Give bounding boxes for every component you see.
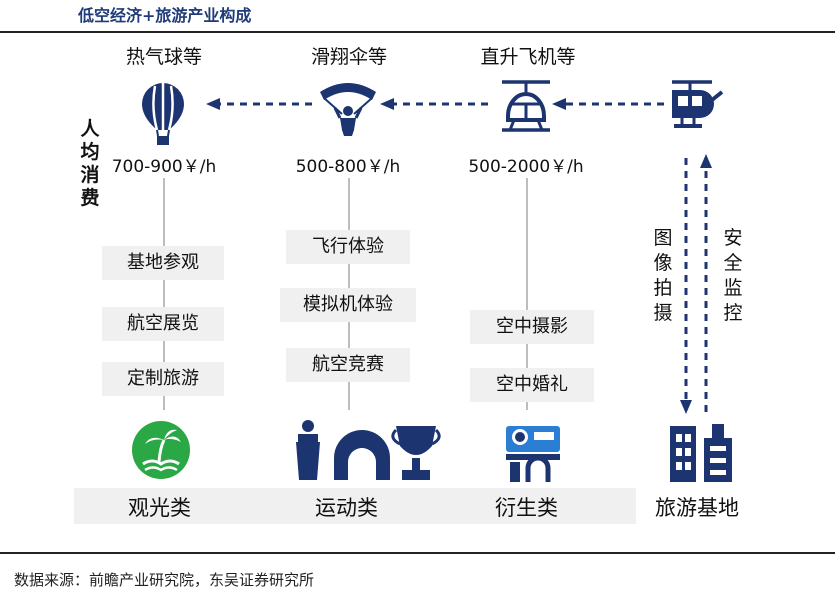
category-sightseeing: 观光类	[128, 496, 191, 520]
image-capture-label: 图像拍摄	[653, 227, 673, 324]
vehicle-name-helicopter: 直升飞机等	[480, 46, 576, 68]
camera-icon	[506, 426, 560, 482]
connector-line-derivative	[526, 178, 528, 410]
per-capita-spending-label: 人均消费	[80, 118, 100, 209]
tag-air-race: 航空竞赛	[286, 348, 410, 382]
tag-flight-experience: 飞行体验	[286, 230, 410, 264]
tag-aerial-wedding: 空中婚礼	[470, 368, 594, 402]
sports-icon	[296, 420, 441, 480]
tag-aerial-photography: 空中摄影	[470, 310, 594, 344]
down-arrowhead	[680, 400, 692, 414]
island-icon	[132, 421, 190, 479]
top-divider	[0, 31, 835, 33]
helicopter-icon	[502, 80, 550, 132]
price-helicopter: 500-2000￥/h	[468, 157, 584, 177]
category-tourism-base: 旅游基地	[655, 496, 739, 520]
bottom-divider	[0, 552, 835, 554]
source-note: 数据来源：前瞻产业研究院，东吴证券研究所	[14, 571, 315, 589]
tag-simulator-experience: 模拟机体验	[280, 288, 416, 322]
safety-monitoring-label: 安全监控	[723, 227, 743, 324]
hot-air-balloon-icon	[142, 83, 184, 145]
tag-air-show: 航空展览	[102, 307, 224, 341]
vehicle-name-balloon: 热气球等	[125, 46, 202, 68]
building-icon	[670, 424, 732, 482]
up-arrowhead	[700, 154, 712, 168]
helicopter-pad-icon	[672, 80, 724, 128]
page-title: 低空经济+旅游产业构成	[78, 6, 252, 25]
paraglider-icon	[320, 83, 376, 136]
connector-line-sightseeing	[163, 178, 165, 410]
price-paraglider: 500-800￥/h	[295, 157, 401, 177]
price-balloon: 700-900￥/h	[111, 157, 217, 177]
tag-custom-travel: 定制旅游	[102, 362, 224, 396]
tag-base-visit: 基地参观	[102, 246, 224, 280]
category-sports: 运动类	[315, 496, 378, 520]
arrowhead-1	[552, 98, 566, 110]
vehicle-name-paraglider: 滑翔伞等	[310, 46, 387, 68]
arrowhead-2	[380, 98, 394, 110]
category-derivative: 衍生类	[495, 496, 558, 520]
category-bar	[74, 488, 636, 524]
arrowhead-3	[206, 98, 220, 110]
